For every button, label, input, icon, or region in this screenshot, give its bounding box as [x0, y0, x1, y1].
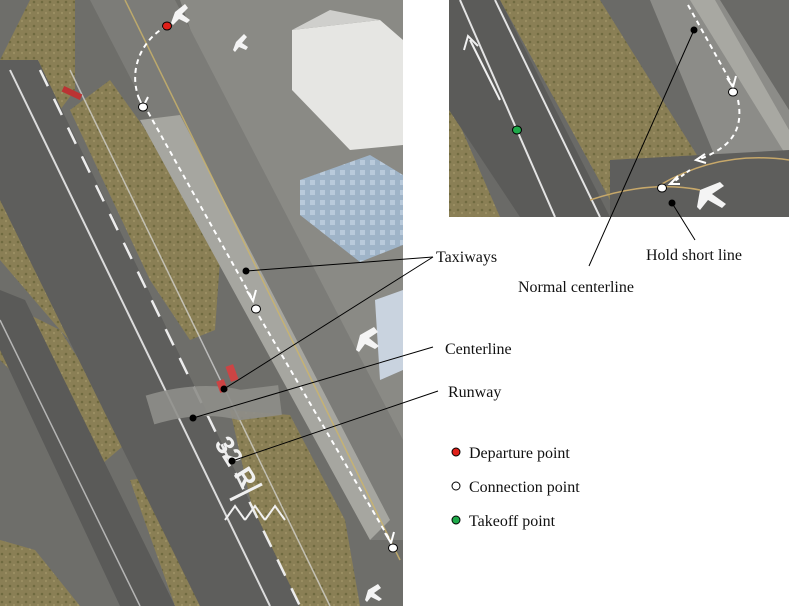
aircraft-icon: [365, 584, 382, 602]
connection-point: [657, 183, 667, 193]
runway-surface: [449, 0, 610, 217]
right-aerial-image: [449, 0, 789, 217]
path-arrowhead: [667, 175, 680, 185]
connection-point: [251, 304, 261, 314]
legend-takeoff-label: Takeoff point: [469, 513, 556, 530]
runway-centerline: [38, 69, 302, 606]
grass-area: [230, 410, 360, 606]
hold-short-line-label: Hold short line: [646, 247, 742, 264]
legend-departure-marker: [451, 447, 461, 457]
connection-point: [728, 87, 738, 97]
taxi-path: [696, 99, 741, 161]
runway-label: Runway: [448, 384, 501, 401]
grass-area: [0, 540, 80, 606]
takeoff-point: [512, 125, 522, 135]
path-arrowhead: [693, 153, 707, 164]
aircraft-icon: [356, 327, 379, 352]
left-aerial-image: 32 R: [0, 0, 403, 606]
aircraft-icon: [171, 4, 190, 25]
path-arrowhead: [726, 75, 737, 90]
taxiways-label: Taxiways: [436, 249, 497, 266]
grass-area: [70, 80, 220, 340]
hangar-building: [292, 20, 403, 150]
normal-centerline-label: Normal centerline: [518, 279, 634, 296]
aircraft-icon: [233, 34, 248, 52]
path-arrowhead: [384, 531, 395, 546]
runway-surface: [0, 60, 300, 606]
legend: Departure point Connection point Takeoff…: [451, 445, 580, 530]
connection-point: [388, 543, 398, 553]
legend-connection-marker: [451, 481, 461, 491]
taxi-path: [687, 4, 734, 87]
path-arrowhead: [246, 289, 257, 304]
aircraft-icon: [697, 182, 726, 210]
leader-lines: [192, 29, 696, 462]
runway-surface: [0, 290, 175, 606]
hangar-roof: [300, 155, 403, 262]
connection-point: [138, 102, 148, 112]
departure-point: [162, 21, 172, 31]
grass-area: [500, 0, 700, 200]
legend-connection-label: Connection point: [469, 479, 580, 496]
centerline-label: Centerline: [445, 341, 512, 358]
legend-takeoff-marker: [451, 515, 461, 525]
legend-departure-label: Departure point: [469, 445, 570, 462]
